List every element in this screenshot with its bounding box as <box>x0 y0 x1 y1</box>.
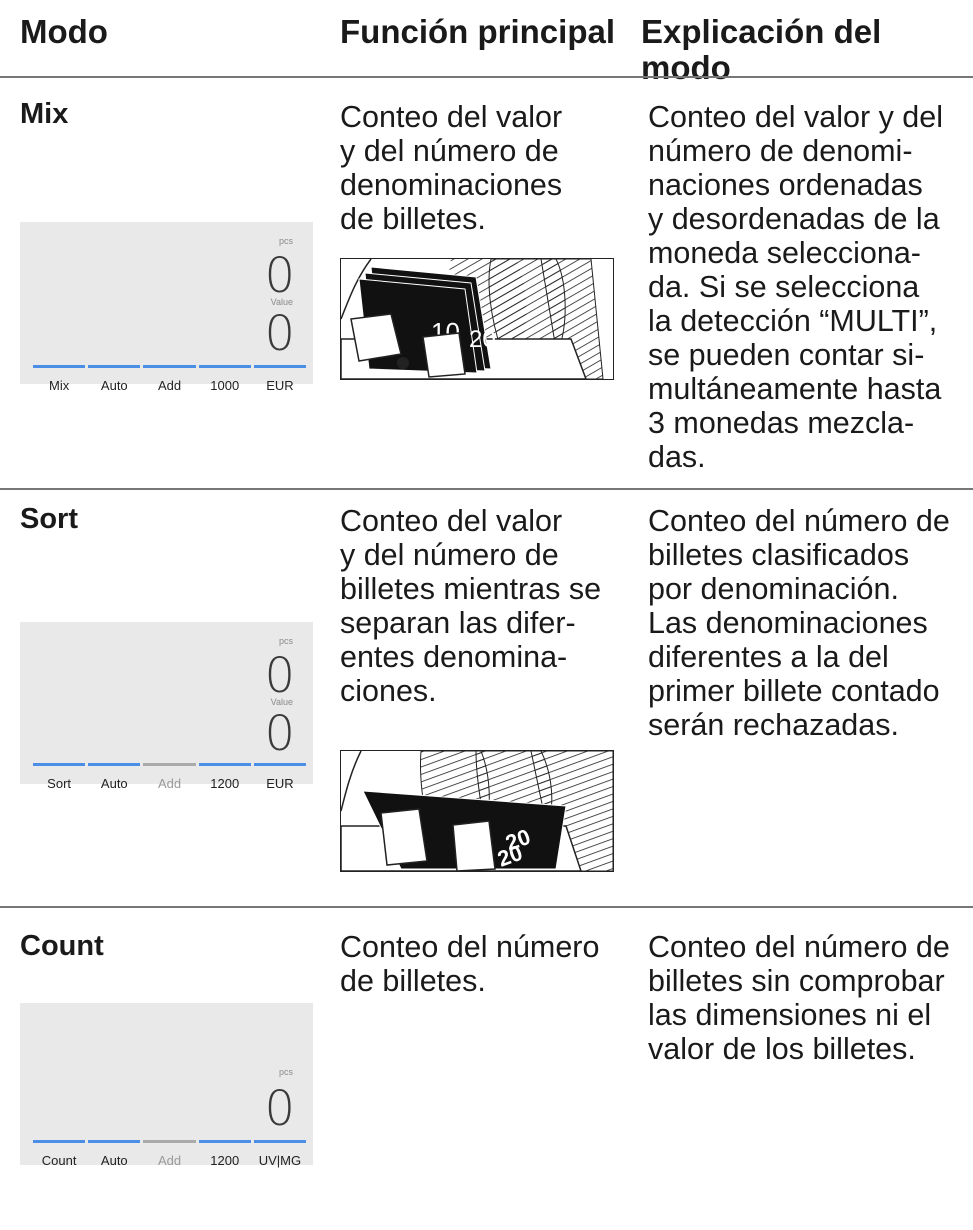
pcs-value: 0 <box>264 1081 295 1137</box>
text-line: y del número de <box>340 134 559 168</box>
display-tab: Add <box>143 1140 196 1168</box>
text-line: serán rechazadas. <box>648 708 899 742</box>
display-tab: 1000 <box>198 365 251 393</box>
header-mode: Modo <box>20 13 108 50</box>
text-line: Conteo del valor <box>340 100 563 134</box>
pcs-value: 0 <box>264 248 295 304</box>
text-line: entes denomina- <box>340 640 568 674</box>
header-function: Función principal <box>340 13 616 50</box>
function-mix: Conteo del valor y del número de denomin… <box>340 100 562 236</box>
text-line: Conteo del número <box>340 930 600 964</box>
text-line: y desordenadas de la <box>648 202 940 236</box>
text-line: por denominación. <box>648 572 899 606</box>
display-tab: UV|MG <box>253 1140 307 1168</box>
display-tabs: Count Auto Add 1200 UV|MG <box>33 1140 307 1168</box>
machine-illustration-sort: 20 20 <box>340 750 614 872</box>
text-line: de billetes. <box>340 202 486 236</box>
text-line: 3 monedas mezcla- <box>648 406 915 440</box>
text-line: separan las difer- <box>340 606 576 640</box>
mode-name-count: Count <box>20 930 104 962</box>
text-line: billetes sin comprobar <box>648 964 945 998</box>
text-line: y del número de <box>340 538 559 572</box>
text-line: ciones. <box>340 674 437 708</box>
header-explanation-line: Explicación del <box>641 13 882 50</box>
display-tab: Auto <box>88 1140 141 1168</box>
display-tab: Mix <box>33 365 86 393</box>
display-tab: Add <box>143 365 196 393</box>
banknote-counter-illustration: 20 20 <box>341 751 613 871</box>
mode-name-mix: Mix <box>20 98 69 130</box>
mode-name-sort: Sort <box>20 503 78 535</box>
display-tabs: Mix Auto Add 1000 EUR <box>33 365 307 393</box>
text-line: diferentes a la del <box>648 640 889 674</box>
display-tab: Auto <box>88 763 141 791</box>
function-count: Conteo del número de billetes. <box>340 930 599 998</box>
text-line: Conteo del valor y del <box>648 100 944 134</box>
pcs-value: 0 <box>264 648 295 704</box>
display-tab: 1200 <box>198 763 251 791</box>
text-line: Conteo del número de <box>648 930 950 964</box>
pcs-label: pcs <box>278 1067 293 1077</box>
text-line: las dimensiones ni el <box>648 998 932 1032</box>
row-divider <box>0 488 973 490</box>
display-tab: Count <box>33 1140 86 1168</box>
display-tab: Sort <box>33 763 86 791</box>
text-line: primer billete contado <box>648 674 940 708</box>
value-value: 0 <box>264 706 295 762</box>
explanation-count: Conteo del número de billetes sin compro… <box>648 930 950 1066</box>
display-tabs: Sort Auto Add 1200 EUR <box>33 763 307 791</box>
text-line: naciones ordenadas <box>648 168 923 202</box>
pcs-label: pcs <box>278 236 293 246</box>
display-tab: Auto <box>88 365 141 393</box>
value-label: Value <box>270 697 293 707</box>
text-line: billetes mientras se <box>340 572 602 606</box>
value-value: 0 <box>264 306 295 362</box>
text-line: moneda selecciona- <box>648 236 921 270</box>
text-line: das. <box>648 440 706 474</box>
display-tab: EUR <box>253 763 307 791</box>
banknote-counter-illustration: 10 20 5 <box>341 259 604 379</box>
header-explanation: Explicación del modo <box>641 14 881 86</box>
header-explanation-line: modo <box>641 49 731 86</box>
explanation-mix: Conteo del valor y del número de denomi-… <box>648 100 943 474</box>
text-line: número de denomi- <box>648 134 913 168</box>
row-divider <box>0 906 973 908</box>
value-label: Value <box>270 297 293 307</box>
note-label: 20 <box>469 326 496 353</box>
text-line: se pueden contar si- <box>648 338 925 372</box>
explanation-sort: Conteo del número de billetes clasificad… <box>648 504 950 742</box>
pcs-label: pcs <box>278 636 293 646</box>
display-mix: pcs 0 Value 0 Mix Auto Add 1000 EUR <box>20 222 313 393</box>
display-sort: pcs 0 Value 0 Sort Auto Add 1200 EUR <box>20 622 313 791</box>
text-line: Conteo del valor <box>340 504 563 538</box>
text-line: Las denominaciones <box>648 606 928 640</box>
function-sort: Conteo del valor y del número de billete… <box>340 504 601 708</box>
text-line: multáneamente hasta <box>648 372 942 406</box>
display-tab: EUR <box>253 365 307 393</box>
text-line: billetes clasificados <box>648 538 910 572</box>
machine-illustration-mix: 10 20 5 <box>340 258 614 380</box>
display-count: pcs 0 Count Auto Add 1200 UV|MG <box>20 1003 313 1168</box>
display-tab: Add <box>143 763 196 791</box>
text-line: la detección “MULTI”, <box>648 304 938 338</box>
text-line: da. Si se selecciona <box>648 270 920 304</box>
header-divider <box>0 76 973 78</box>
text-line: denominaciones <box>340 168 563 202</box>
text-line: de billetes. <box>340 964 486 998</box>
display-tab: 1200 <box>198 1140 251 1168</box>
text-line: Conteo del número de <box>648 504 950 538</box>
text-line: valor de los billetes. <box>648 1032 916 1066</box>
